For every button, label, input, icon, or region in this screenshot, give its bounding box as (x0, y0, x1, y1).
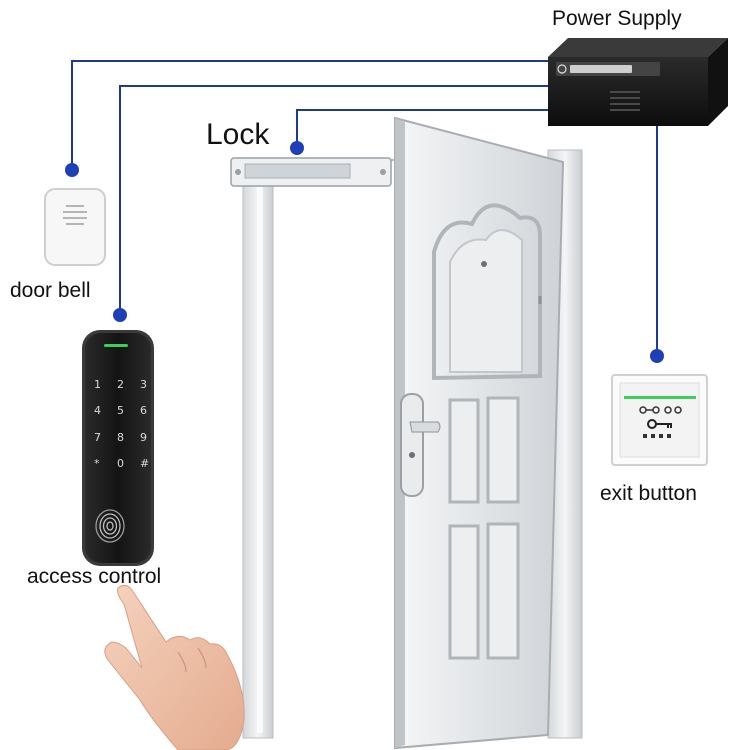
keypad-key: 9 (140, 431, 147, 444)
node-access-control (113, 308, 127, 322)
power-supply-box (548, 38, 728, 126)
access-control-label: access control (27, 565, 162, 588)
node-lock (290, 141, 304, 155)
keypad-key: 8 (117, 431, 124, 444)
lock-label: Lock (206, 118, 270, 151)
keypad-key: 3 (140, 378, 147, 391)
exit-button-device (611, 374, 708, 466)
keypad-key: 7 (94, 431, 101, 444)
node-door-bell (65, 163, 79, 177)
door-bell-label: door bell (10, 279, 91, 302)
door-viewer (481, 261, 487, 267)
keypad-key: 6 (140, 404, 147, 417)
keypad-key: # (140, 457, 149, 470)
fingerprint-icon (95, 509, 125, 543)
keypad-key: 4 (94, 404, 101, 417)
door-bell-device (44, 188, 106, 266)
indicator-light (104, 344, 128, 347)
keypad-key: * (94, 457, 100, 470)
power-supply-label: Power Supply (552, 7, 682, 30)
key-icon (647, 419, 672, 429)
wire-nodes (65, 141, 664, 363)
door-handle (400, 393, 441, 497)
magnetic-lock (230, 157, 392, 187)
keypad-key: 5 (117, 404, 124, 417)
keypad-keys: 1 2 3 4 5 6 7 8 9 * 0 # (94, 378, 149, 470)
keypad-key: 2 (117, 378, 124, 391)
wiring (71, 60, 658, 356)
door (394, 116, 565, 750)
exit-button-label: exit button (600, 482, 697, 505)
door-arch-panel (432, 203, 542, 381)
node-exit-button (650, 349, 664, 363)
wire-access-control (119, 85, 548, 315)
wire-lock (296, 109, 548, 148)
keypad-key: 1 (94, 378, 101, 391)
keypad-key: 0 (117, 457, 124, 470)
pointing-hand (104, 584, 245, 750)
speaker-grille-icon (63, 205, 87, 225)
access-control-keypad: 1 2 3 4 5 6 7 8 9 * 0 # (82, 330, 154, 566)
wire-door-bell (71, 60, 548, 170)
vent-grille (610, 91, 640, 111)
